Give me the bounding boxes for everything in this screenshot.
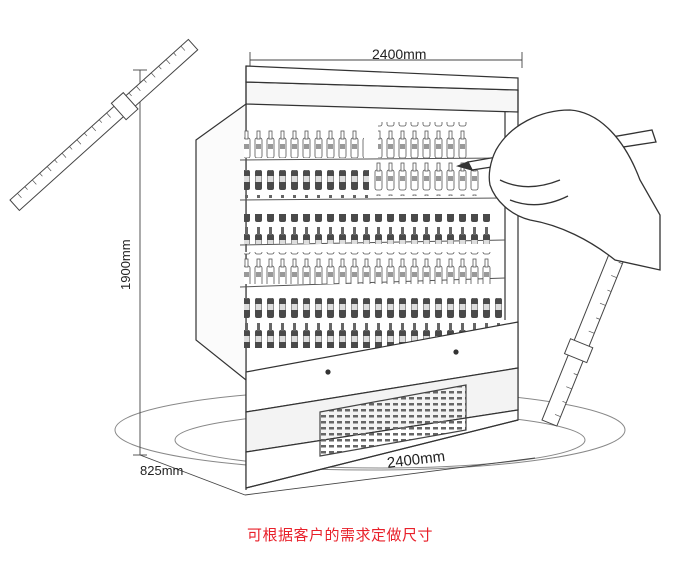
- bottle-row-1-right: [378, 122, 470, 158]
- depth-dimension-line: [139, 454, 246, 496]
- pen-tip: [455, 161, 474, 172]
- bottom-dimension-line: [244, 457, 536, 496]
- custom-size-caption: 可根据客户的需求定做尺寸: [246, 526, 433, 544]
- shelf-1: [239, 157, 506, 161]
- depth-label: 825mm: [140, 463, 184, 478]
- control-knob-right: [453, 349, 459, 355]
- hand-finger-line-2: [509, 195, 569, 206]
- control-knob-left: [325, 369, 331, 375]
- bottle-row-1-left: [244, 130, 364, 158]
- vent-grille: [319, 384, 467, 457]
- display-fridge: [195, 65, 519, 490]
- bottle-row-3: [244, 214, 494, 244]
- hand-with-pen-icon: [455, 109, 661, 271]
- bottle-row-2-left: [244, 170, 369, 198]
- bottle-row-4: [244, 252, 494, 284]
- height-label: 1900mm: [118, 239, 133, 290]
- shelf-2: [239, 197, 506, 201]
- left-side-panel: [195, 102, 247, 382]
- left-ruler-icon: [9, 38, 199, 212]
- hand-finger-line-1: [499, 179, 561, 188]
- base-bottom-edge: [245, 419, 519, 489]
- right-ruler-icon: [541, 206, 644, 427]
- hand-outline: [488, 109, 661, 271]
- top-width-label: 2400mm: [372, 46, 427, 62]
- dimension-lines: [133, 52, 536, 496]
